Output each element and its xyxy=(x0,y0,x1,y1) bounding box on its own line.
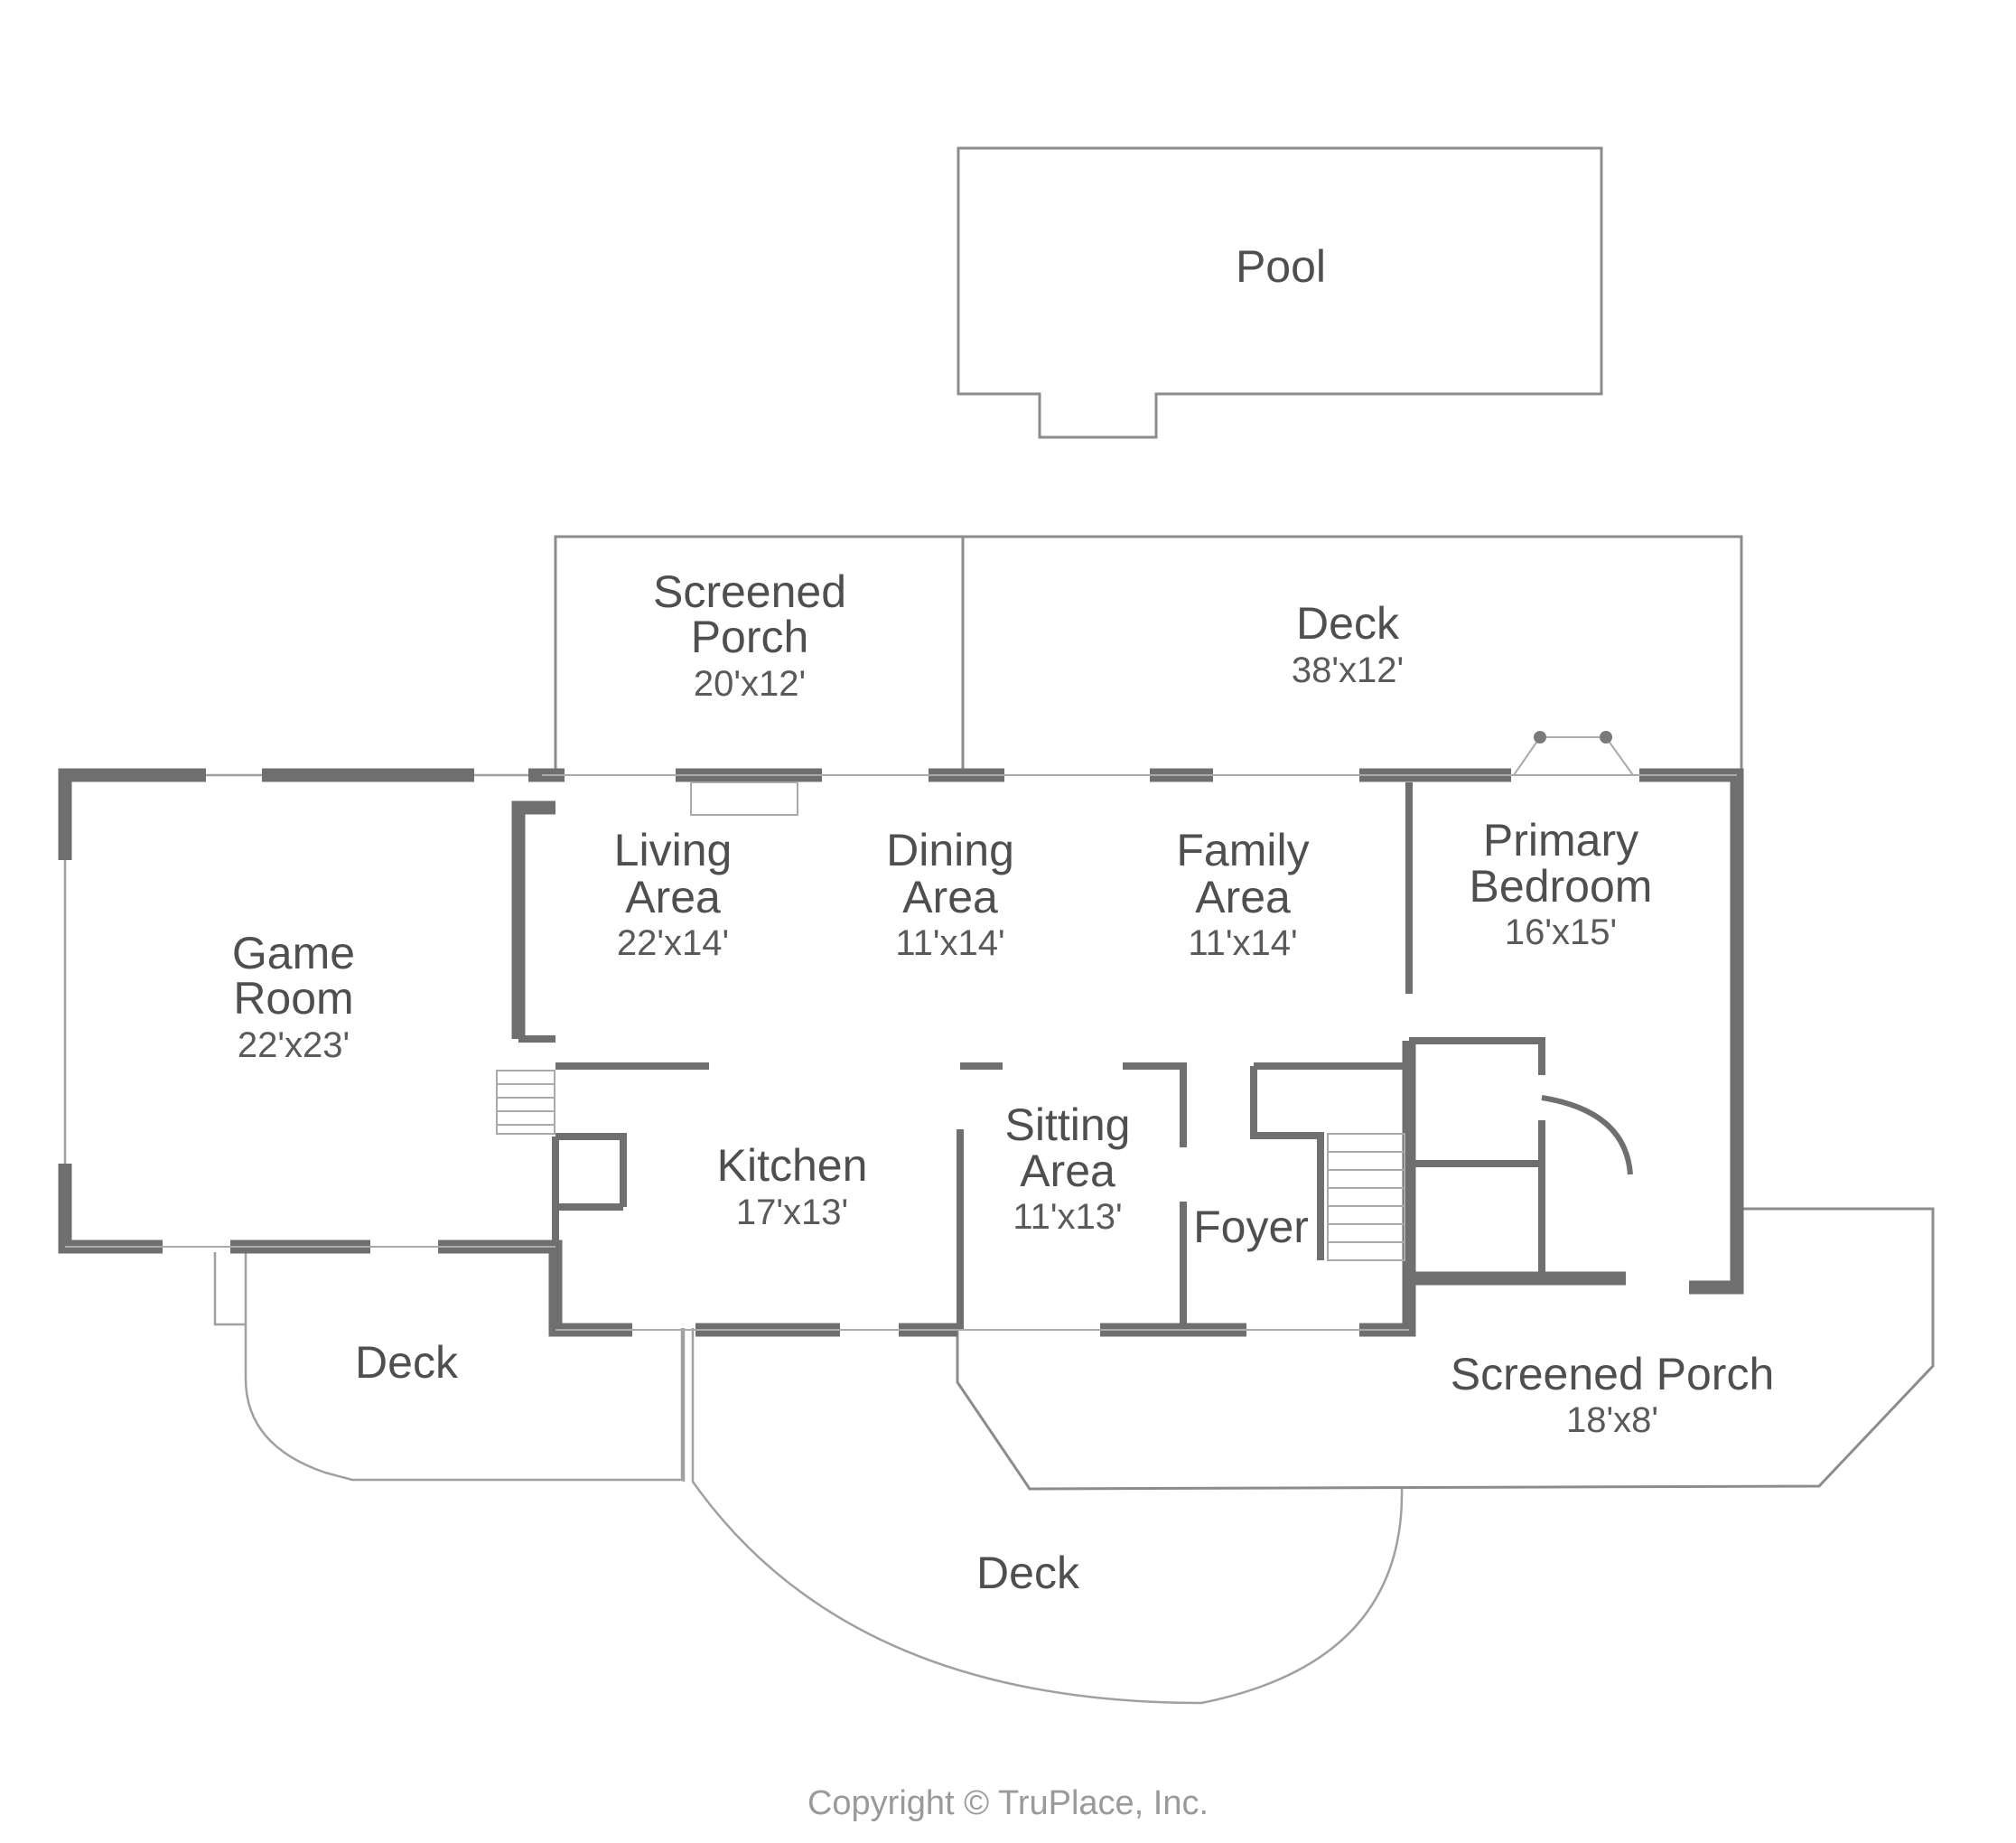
game-room-label-2: Room xyxy=(233,973,353,1024)
game-room-dims: 22'x23' xyxy=(238,1025,350,1065)
family-area-label: Family xyxy=(1176,825,1309,875)
dining-area-label-2: Area xyxy=(902,872,998,922)
primary-bedroom-dims: 16'x15' xyxy=(1505,912,1617,952)
kitchen-dims: 17'x13' xyxy=(736,1193,848,1232)
stairs-foyer xyxy=(1327,1133,1405,1261)
living-area-label: Living xyxy=(614,825,733,875)
pool-label: Pool xyxy=(1236,241,1326,292)
deck-bottom-label: Deck xyxy=(976,1548,1080,1598)
dining-area-label: Dining xyxy=(886,825,1014,875)
screened-porch-top-dims: 20'x12' xyxy=(694,664,806,704)
game-room-label: Game xyxy=(232,928,355,978)
screened-porch-top-outline xyxy=(554,535,965,773)
interior-walls xyxy=(518,782,1545,1330)
family-area-label-2: Area xyxy=(1195,872,1291,922)
pool-outline xyxy=(957,146,1603,439)
screened-porch-bottom-outline xyxy=(956,1207,1935,1491)
sitting-area-label: Sitting xyxy=(1005,1099,1131,1150)
family-area-dims: 11'x14' xyxy=(1188,923,1297,963)
screened-porch-bottom-dims: 18'x8' xyxy=(1566,1400,1658,1440)
deck-top-outline xyxy=(963,535,1743,773)
deck-bottom-outline xyxy=(691,1328,1404,1705)
sitting-area-dims: 11'x13' xyxy=(1013,1197,1122,1237)
closet-door-arc xyxy=(1541,1095,1633,1175)
deck-left-outline xyxy=(244,1243,684,1482)
primary-bedroom-label-2: Bedroom xyxy=(1470,861,1653,912)
fireplace xyxy=(690,781,798,816)
primary-bedroom-label: Primary xyxy=(1483,815,1638,865)
deck-top-label: Deck xyxy=(1296,598,1400,649)
dining-area-dims: 11'x14' xyxy=(895,923,1004,963)
screened-porch-top-label-2: Porch xyxy=(691,612,809,662)
screened-porch-top-label: Screened xyxy=(653,566,846,617)
stairs-left xyxy=(496,1070,555,1135)
deck-left-step xyxy=(213,1252,246,1326)
living-area-label-2: Area xyxy=(625,872,721,922)
screened-porch-bottom-label: Screened Porch xyxy=(1451,1349,1775,1399)
kitchen-label: Kitchen xyxy=(717,1140,868,1191)
living-area-dims: 22'x14' xyxy=(617,923,729,963)
deck-top-dims: 38'x12' xyxy=(1292,650,1404,690)
bay-window xyxy=(1513,736,1634,776)
deck-left-label: Deck xyxy=(355,1337,459,1388)
foyer-label: Foyer xyxy=(1193,1202,1309,1252)
sitting-area-label-2: Area xyxy=(1020,1146,1115,1196)
copyright-text: Copyright © TruPlace, Inc. xyxy=(807,1784,1209,1822)
